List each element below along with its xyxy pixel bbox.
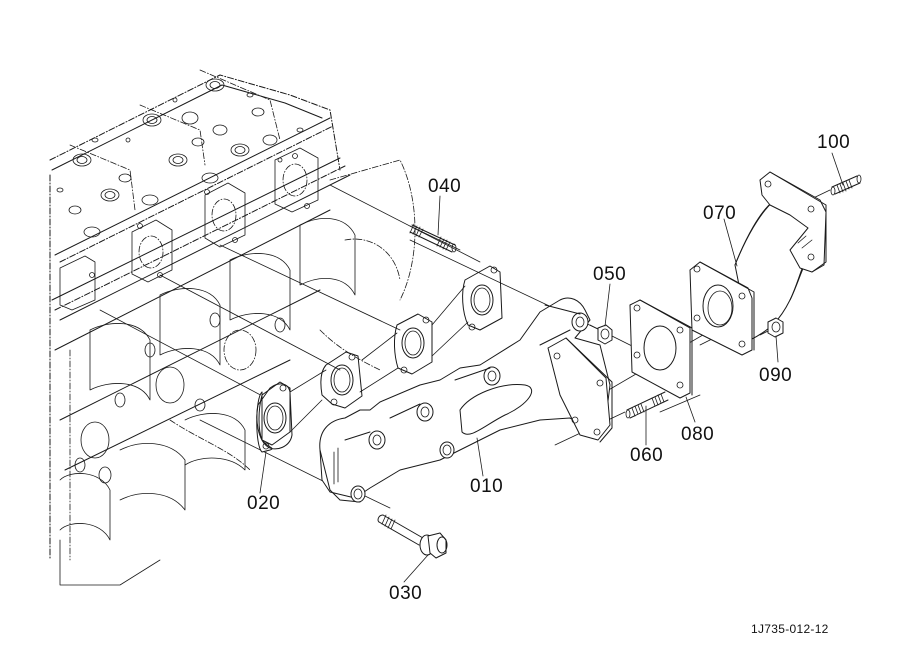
cylinder-head xyxy=(49,69,351,561)
part-080-gasket xyxy=(629,299,693,399)
callout-020: 020 xyxy=(247,493,281,514)
part-020-gaskets xyxy=(256,265,503,453)
callout-040: 040 xyxy=(428,176,462,197)
alignment-lines xyxy=(99,184,831,509)
part-050-nut xyxy=(597,324,613,345)
callout-060: 060 xyxy=(630,445,664,466)
part-030-flange-bolt xyxy=(377,514,448,559)
callout-090: 090 xyxy=(759,365,793,386)
part-070-exhaust-elbow xyxy=(689,171,827,356)
callout-100: 100 xyxy=(817,132,851,153)
leader-lines xyxy=(259,152,844,583)
drawing-number: 1J735-012-12 xyxy=(751,622,829,636)
callout-030: 030 xyxy=(389,583,423,604)
callout-070: 070 xyxy=(703,203,737,224)
part-060-stud-bolt xyxy=(625,391,669,419)
callout-080: 080 xyxy=(681,424,715,445)
part-090-nut xyxy=(767,317,784,338)
callout-050: 050 xyxy=(593,264,627,285)
callout-010: 010 xyxy=(470,476,504,497)
part-100-stud-bolt xyxy=(830,174,862,196)
part-010-exhaust-manifold xyxy=(319,297,613,503)
engine-block xyxy=(54,159,416,586)
part-040-stud-bolt xyxy=(409,223,457,253)
